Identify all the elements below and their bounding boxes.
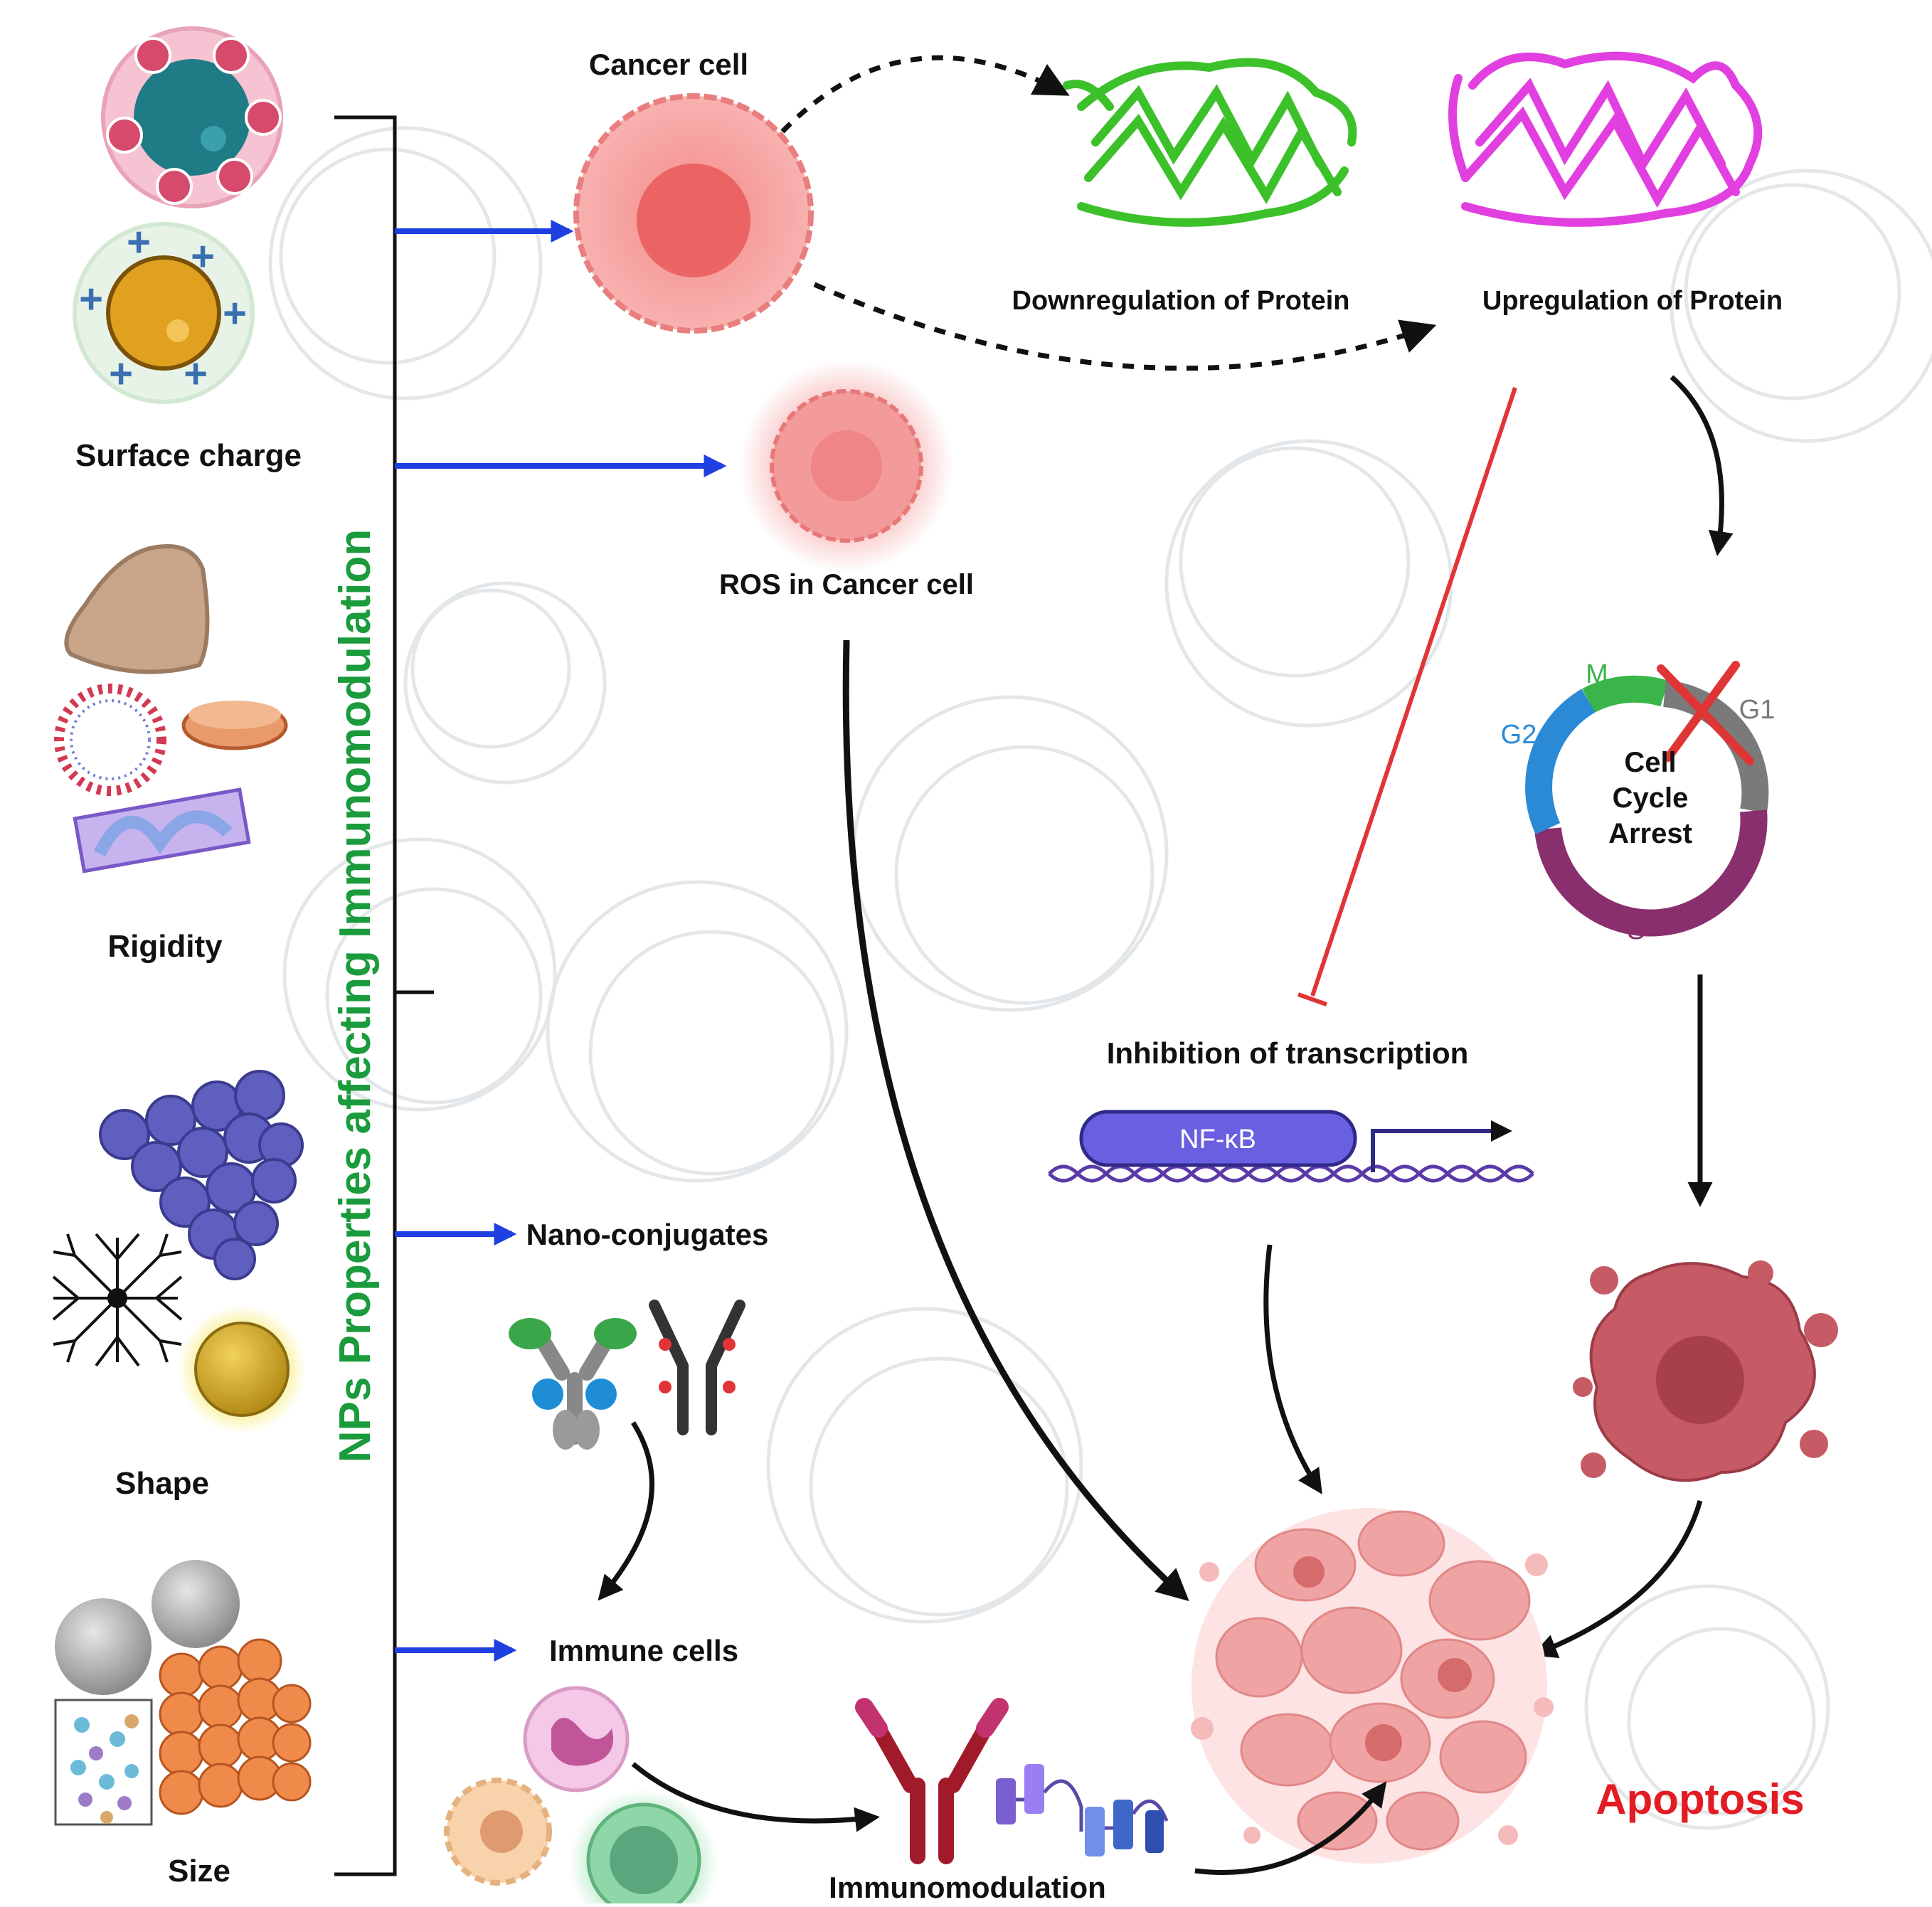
silver-spheres-icon [55,1560,240,1695]
antibody-conjugate-icon [509,1318,637,1450]
transcription-start-arrow [1371,1120,1512,1172]
bracket [334,115,434,1876]
dendrimer-icon [52,1233,183,1367]
nfkb-label: NF-κB [1179,1125,1256,1154]
apoptosis-cluster-icon [1191,1508,1554,1864]
cell-cycle-text-line2: Cycle [1613,782,1689,814]
cell-cycle-text-line1: Cell [1624,747,1676,778]
orange-lattice-icon [159,1638,312,1815]
magenta-protein-icon [1448,51,1763,227]
plus-sign: + [191,233,215,280]
cube-lattice-icon [99,1070,304,1280]
gold-nanoparticle-icon [178,1305,306,1433]
phase-g2-label: G2 [1501,720,1537,750]
plus-sign: + [109,351,133,397]
inhibition-line [1297,387,1517,1006]
disc-particle-icon [181,701,288,750]
liposome-icon [54,684,166,796]
cancer-cell-label: Cancer cell [589,48,748,81]
shape-label: Shape [115,1466,209,1501]
plus-sign: + [223,290,247,336]
arrow-ros-to-apoptosis [842,639,1189,1602]
inhibition-label: Inhibition of transcription [1107,1036,1469,1070]
size-label: Size [168,1854,230,1889]
apoptosis-label: Apoptosis [1596,1775,1804,1823]
arrow-conjugates-to-immune [598,1421,654,1601]
upregulation-label: Upregulation of Protein [1482,286,1783,316]
negative-charge-nanoparticle-icon [101,26,283,208]
antibody-icon [855,1698,1009,1864]
receptor-proteins-icon [996,1764,1169,1856]
nano-conjugates-label: Nano-conjugates [526,1218,769,1251]
phase-m-label: M [1586,659,1608,689]
cell-cycle-cross-icon [1657,661,1754,765]
labeled-antibody-icon [649,1300,745,1435]
plus-sign: + [79,276,103,322]
neutrophil-icon [523,1686,630,1792]
cell-cycle-text-line3: Arrest [1608,818,1692,849]
arrow-to-cell-cycle [1670,375,1734,556]
ros-cancer-cell-icon [740,359,953,573]
blue-arrows [395,220,727,1662]
cancer-cell-icon [573,93,814,334]
lymphocyte-icon [569,1789,718,1907]
ros-label: ROS in Cancer cell [719,569,974,600]
phase-s-label: S [1627,915,1645,945]
background-tangles [268,126,1932,1830]
side-title: NPs Properties affecting Immunomodulatio… [331,529,380,1462]
dashed-arrows [780,55,1437,371]
rigidity-label: Rigidity [107,929,223,964]
small-particles-box-icon [54,1699,153,1826]
downregulation-label: Downregulation of Protein [1012,286,1350,316]
arrow-immune-to-immunomodulation [631,1762,880,1832]
immunomodulation-label: Immunomodulation [829,1871,1106,1903]
surface-charge-label: Surface charge [75,438,302,473]
arrow-apoptotic-to-cluster [1532,1500,1703,1658]
green-protein-icon [1063,58,1357,227]
arrow-immunomodulation-to-apoptosis [1194,1781,1387,1875]
plus-sign: + [184,351,208,397]
dna-helix-icon [1048,1164,1534,1183]
positive-charge-nanoparticle-icon: + + + + + + [73,219,255,404]
plus-sign: + [127,219,151,265]
nanotube-icon [73,787,251,873]
soft-particle-icon [64,544,210,674]
arrow-transcription-to-apoptosis [1263,1244,1322,1494]
nfkb-box [1079,1110,1357,1167]
immune-cells-label: Immune cells [549,1634,738,1667]
phase-g1-label: G1 [1739,695,1776,725]
macrophage-icon [444,1778,552,1886]
apoptotic-cell-icon [1573,1260,1838,1482]
